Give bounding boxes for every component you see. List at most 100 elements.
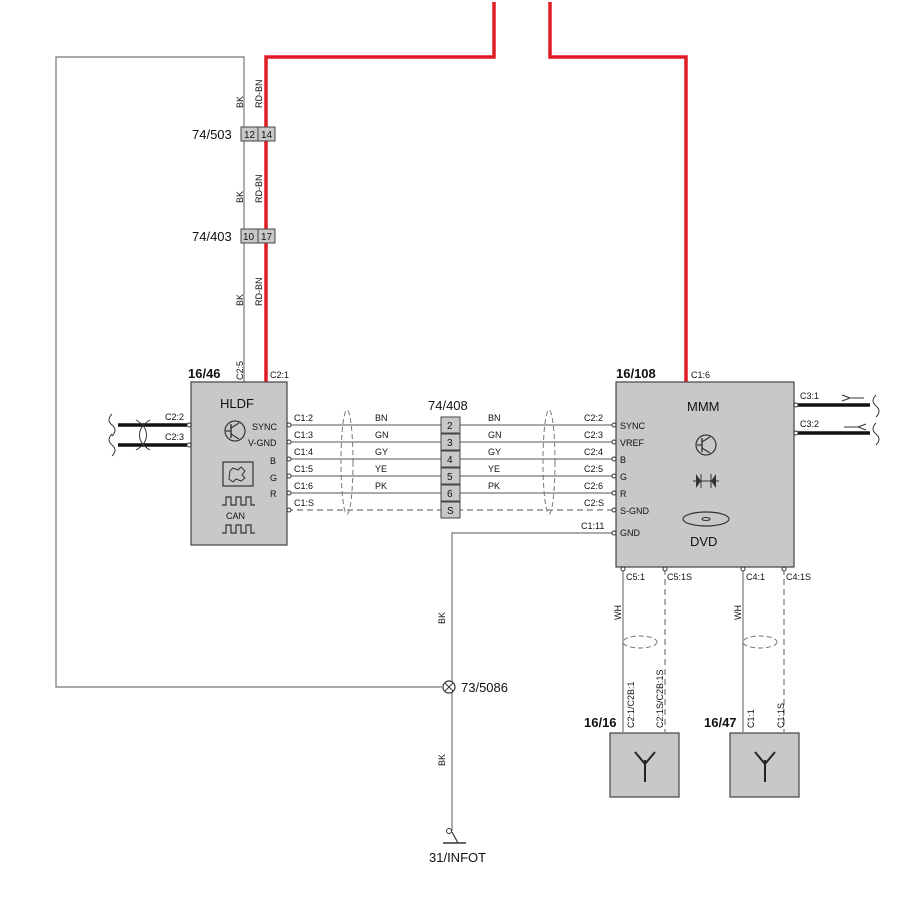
svg-text:BN: BN [488, 413, 501, 423]
module-ref: 16/108 [616, 366, 656, 381]
svg-text:C2:S: C2:S [584, 498, 604, 508]
connector-ref: 74/403 [192, 229, 232, 244]
chip-icon [222, 461, 254, 487]
svg-text:C1:1S: C1:1S [776, 703, 786, 728]
svg-text:4: 4 [447, 455, 453, 466]
svg-text:C4:1S: C4:1S [786, 572, 811, 582]
svg-text:VREF: VREF [620, 438, 645, 448]
module-hldf: 16/46 HLDF C2:5 C2:1 CAN SYNC V-GND B G … [188, 361, 289, 546]
pin-label: C1:S [294, 498, 314, 508]
module-ref: 16/16 [584, 715, 617, 730]
connector-74-503: 74/503 12 14 [192, 126, 276, 142]
svg-text:GN: GN [375, 430, 389, 440]
pin-label: C1:5 [294, 464, 313, 474]
pin-label: C1:2 [294, 413, 313, 423]
svg-text:C2:1S/C2B:1S: C2:1S/C2B:1S [655, 669, 665, 728]
can-bus-icon: CAN [222, 496, 255, 534]
wire-color-bk-gnd1: BK [437, 612, 447, 624]
wire-color-rdbn-1: RD-BN [254, 80, 264, 109]
module-mmm: 16/108 C1:6 MMM DVD SYNC VREF B G R S-GN [615, 366, 795, 568]
svg-text:C1:11: C1:11 [581, 521, 604, 531]
power-wire-right [548, 2, 688, 382]
svg-text:G: G [620, 472, 627, 482]
mmm-in-pins: C2:2 C2:3 C2:4 C2:5 C2:6 C2:S C1:11 [581, 413, 617, 536]
wire-color-rdbn-3: RD-BN [254, 278, 264, 307]
svg-text:GY: GY [488, 447, 501, 457]
svg-text:C4:1: C4:1 [746, 572, 765, 582]
svg-text:PK: PK [488, 481, 500, 491]
svg-text:C1:1: C1:1 [746, 709, 756, 728]
pin-label: 12 [244, 130, 256, 141]
svg-text:C2:1/C2B:1: C2:1/C2B:1 [626, 681, 636, 728]
svg-text:S-GND: S-GND [620, 506, 650, 516]
transistor-icon [224, 420, 246, 442]
wire-labels-upper: BK RD-BN BK RD-BN BK RD-BN [235, 80, 264, 307]
hldf-left-bus: C2:2 C2:3 [108, 412, 192, 457]
pin-name: R [270, 489, 277, 499]
pin-name: SYNC [252, 422, 278, 432]
wire-color-bk-1: BK [235, 96, 245, 108]
pin-label: C1:4 [294, 447, 313, 457]
wire-color-rdbn-2: RD-BN [254, 175, 264, 204]
module-name: HLDF [220, 396, 254, 411]
module-ref: 16/46 [188, 366, 221, 381]
antenna-16-16: 16/16 C2:1/C2B:1 C2:1S/C2B:1S [584, 669, 680, 798]
pin-label: C1:3 [294, 430, 313, 440]
svg-text:R: R [620, 489, 627, 499]
pin-name: V-GND [248, 438, 277, 448]
power-wire-left [264, 2, 496, 382]
dvd-label: DVD [690, 534, 717, 549]
pin-c1-6: C1:6 [691, 370, 710, 380]
svg-text:6: 6 [447, 489, 453, 500]
connector-ref: 74/408 [428, 398, 468, 413]
module-name: MMM [687, 399, 720, 414]
pin-c2-2: C2:2 [165, 412, 184, 422]
module-ref: 16/47 [704, 715, 737, 730]
svg-text:C2:4: C2:4 [584, 447, 603, 457]
svg-text:C5:1S: C5:1S [667, 572, 692, 582]
svg-text:3: 3 [447, 438, 453, 449]
svg-text:C5:1: C5:1 [626, 572, 645, 582]
pin-c3-1: C3:1 [800, 391, 819, 401]
pin-c2-5: C2:5 [235, 361, 245, 380]
wire-color-wh-2: WH [733, 605, 743, 620]
pin-name: G [270, 473, 277, 483]
mmm-right-bus: C3:1 C3:2 [793, 391, 880, 446]
antenna-icon [754, 751, 776, 782]
hldf-out-pins: C1:2 C1:3 C1:4 C1:5 C1:6 C1:S [286, 413, 314, 513]
svg-text:GND: GND [620, 528, 641, 538]
pin-c2-1: C2:1 [270, 370, 289, 380]
svg-text:PK: PK [375, 481, 387, 491]
splice-73-5086: 73/5086 [442, 680, 508, 695]
svg-text:C2:3: C2:3 [584, 430, 603, 440]
svg-text:C2:5: C2:5 [584, 464, 603, 474]
connector-ref: 74/503 [192, 127, 232, 142]
wire-color-bk-3: BK [235, 294, 245, 306]
pin-c2-3: C2:3 [165, 432, 184, 442]
connector-74-403: 74/403 10 17 [192, 228, 276, 244]
svg-text:2: 2 [447, 421, 453, 432]
antenna-wiring: C5:1 C5:1S C4:1 C4:1S WH WH [613, 566, 811, 732]
splice-ref: 73/5086 [461, 680, 508, 695]
svg-text:5: 5 [447, 472, 453, 483]
connector-74-408: 74/408 2 3 4 5 6 S [428, 398, 468, 519]
antenna-icon [634, 751, 656, 782]
wire-color-bk-gnd2: BK [437, 754, 447, 766]
svg-text:S: S [447, 506, 454, 517]
transistor-icon [695, 434, 717, 456]
pin-c3-2: C3:2 [800, 419, 819, 429]
pin-label: C1:6 [294, 481, 313, 491]
pin-name: B [270, 456, 276, 466]
disc-icon [682, 511, 730, 527]
svg-text:GN: GN [488, 430, 502, 440]
svg-text:YE: YE [375, 464, 387, 474]
pin-label: 10 [243, 232, 255, 243]
ground-ref: 31/INFOT [429, 850, 486, 865]
pin-label: 14 [261, 130, 273, 141]
ground-31-infot: 31/INFOT [429, 828, 486, 865]
pin-label: 17 [261, 232, 273, 243]
svg-text:C2:2: C2:2 [584, 413, 603, 423]
ground-wire-mmm [451, 532, 614, 831]
wire-colors-left: BN GN GY YE PK [375, 413, 389, 491]
